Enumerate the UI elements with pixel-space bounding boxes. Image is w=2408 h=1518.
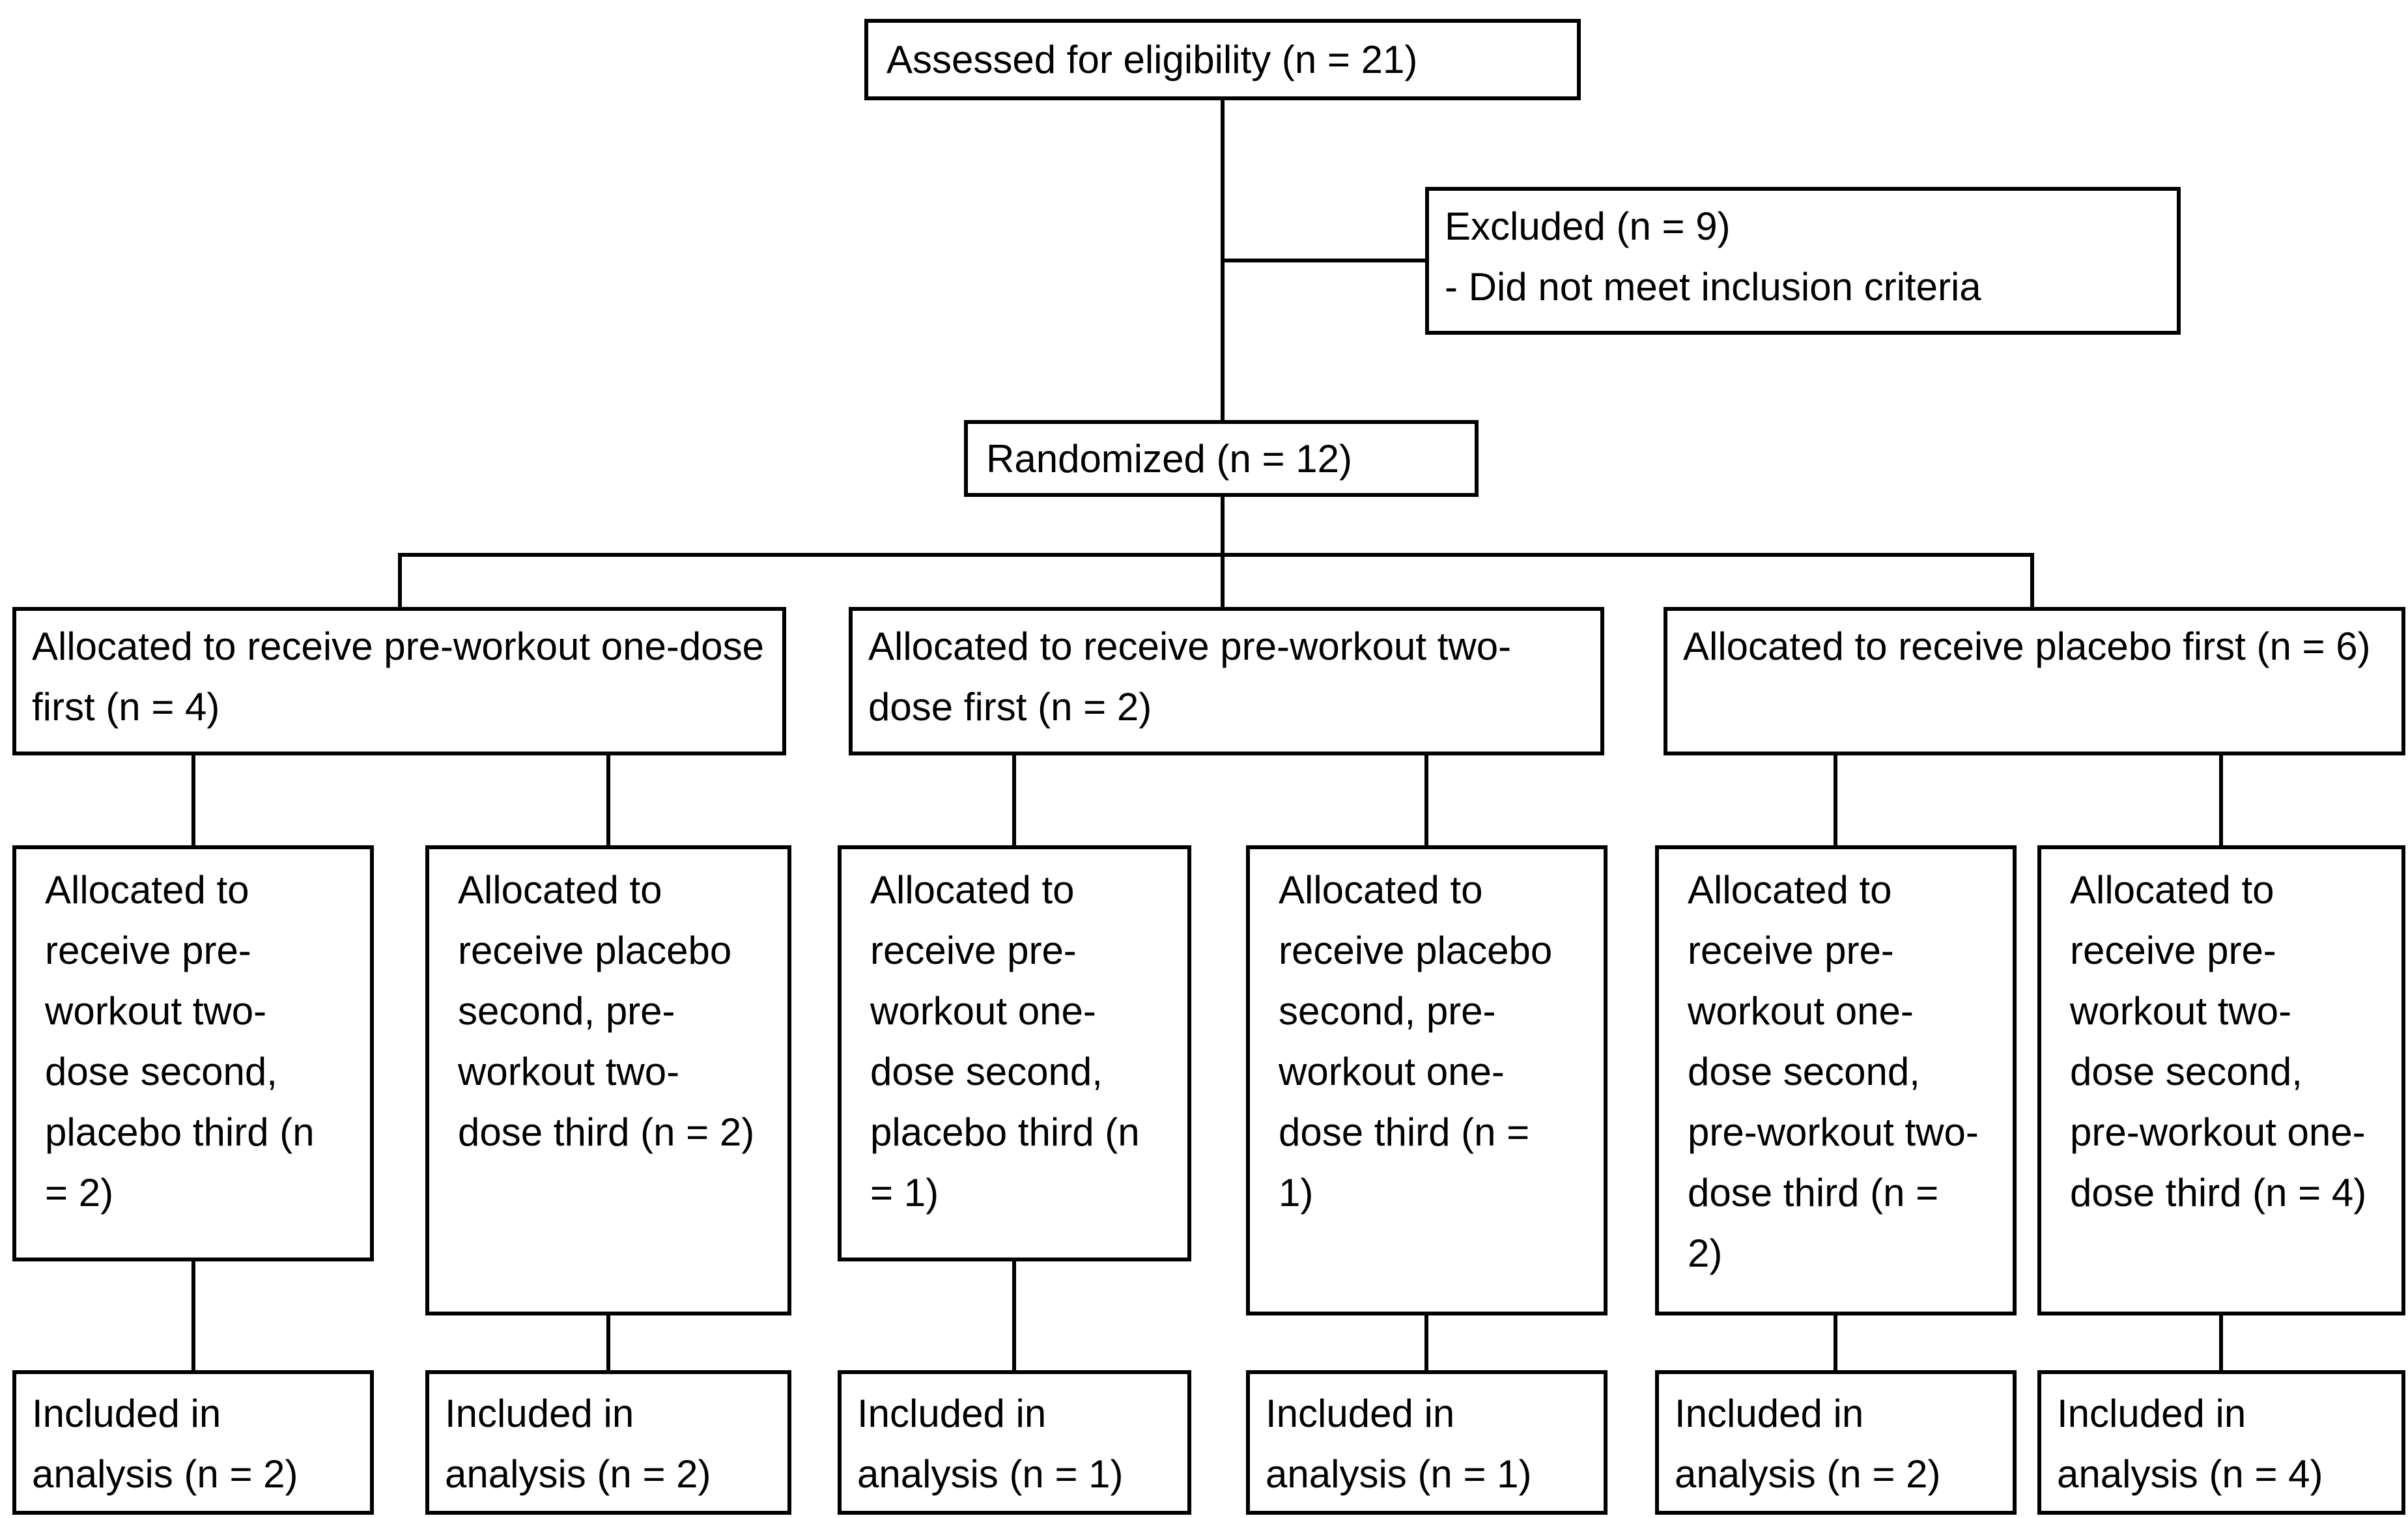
connector-randomized-to-spine <box>1221 496 1225 554</box>
randomized-box: Randomized (n = 12) <box>964 420 1479 497</box>
sequence-box-3: Allocated to receive pre-workout one-dos… <box>838 845 1191 1261</box>
connector-arm1-to-seq2 <box>606 754 610 845</box>
analysis-box-3: Included in analysis (n = 1) <box>838 1370 1191 1515</box>
connector-seq1-to-analysis1 <box>191 1260 195 1370</box>
analysis-box-2: Included in analysis (n = 2) <box>425 1370 791 1515</box>
sequence-label: Allocated to receive pre-workout one-dos… <box>1688 868 1979 1275</box>
analysis-label: Included in analysis (n = 1) <box>857 1392 1124 1496</box>
analysis-label: Included in analysis (n = 4) <box>2057 1392 2323 1496</box>
connector-arm1-to-seq1 <box>191 754 195 845</box>
connector-spine-drop-arm1 <box>398 553 402 608</box>
connector-to-excluded <box>1221 259 1428 262</box>
sequence-box-2: Allocated to receive placebo second, pre… <box>425 845 791 1315</box>
excluded-box: Excluded (n = 9) - Did not meet inclusio… <box>1425 187 2181 335</box>
connector-seq4-to-analysis4 <box>1424 1314 1428 1370</box>
analysis-label: Included in analysis (n = 2) <box>32 1392 298 1496</box>
sequence-box-6: Allocated to receive pre-workout two-dos… <box>2037 845 2405 1315</box>
connector-spine-drop-arm2 <box>1221 553 1225 608</box>
analysis-label: Included in analysis (n = 1) <box>1266 1392 1532 1496</box>
arm-label: Allocated to receive placebo first (n = … <box>1683 625 2371 668</box>
arm-label: Allocated to receive pre-workout one-dos… <box>32 625 764 729</box>
sequence-box-4: Allocated to receive placebo second, pre… <box>1246 845 1608 1315</box>
sequence-label: Allocated to receive pre-workout two-dos… <box>45 868 315 1215</box>
arm-box-preworkout-two-dose-first: Allocated to receive pre-workout two-dos… <box>849 607 1604 755</box>
analysis-label: Included in analysis (n = 2) <box>445 1392 711 1496</box>
excluded-reason-label: - Did not meet inclusion criteria <box>1445 265 1981 309</box>
connector-arm2-to-seq3 <box>1012 754 1016 845</box>
assessed-label: Assessed for eligibility (n = 21) <box>886 38 1418 81</box>
connector-arm3-to-seq6 <box>2219 754 2223 845</box>
connector-seq3-to-analysis3 <box>1012 1260 1016 1370</box>
sequence-box-5: Allocated to receive pre-workout one-dos… <box>1655 845 2017 1315</box>
analysis-box-4: Included in analysis (n = 1) <box>1246 1370 1608 1515</box>
connector-arm3-to-seq5 <box>1834 754 1837 845</box>
analysis-box-1: Included in analysis (n = 2) <box>12 1370 374 1515</box>
sequence-label: Allocated to receive pre-workout one-dos… <box>870 868 1140 1215</box>
connector-spine-drop-arm3 <box>2030 553 2034 608</box>
connector-seq5-to-analysis5 <box>1834 1314 1837 1370</box>
analysis-box-6: Included in analysis (n = 4) <box>2037 1370 2405 1515</box>
arm-label: Allocated to receive pre-workout two-dos… <box>868 625 1512 729</box>
sequence-label: Allocated to receive pre-workout two-dos… <box>2070 868 2367 1215</box>
connector-arm2-to-seq4 <box>1424 754 1428 845</box>
sequence-box-1: Allocated to receive pre-workout two-dos… <box>12 845 374 1261</box>
connector-seq6-to-analysis6 <box>2219 1314 2223 1370</box>
analysis-box-5: Included in analysis (n = 2) <box>1655 1370 2017 1515</box>
connector-seq2-to-analysis2 <box>606 1314 610 1370</box>
arm-box-placebo-first: Allocated to receive placebo first (n = … <box>1664 607 2405 755</box>
excluded-count-label: Excluded (n = 9) <box>1445 204 1731 248</box>
sequence-label: Allocated to receive placebo second, pre… <box>458 868 755 1154</box>
sequence-label: Allocated to receive placebo second, pre… <box>1279 868 1553 1215</box>
connector-spine <box>398 553 2034 557</box>
arm-box-preworkout-one-dose-first: Allocated to receive pre-workout one-dos… <box>12 607 786 755</box>
analysis-label: Included in analysis (n = 2) <box>1675 1392 1941 1496</box>
randomized-label: Randomized (n = 12) <box>986 436 1352 481</box>
assessed-box: Assessed for eligibility (n = 21) <box>864 19 1581 100</box>
